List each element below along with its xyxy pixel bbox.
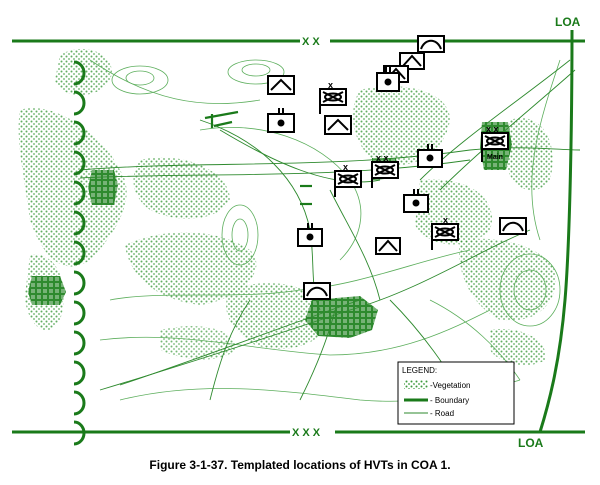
unit-symbol-engineer-1 xyxy=(267,75,295,95)
figure-caption: Figure 3-1-37. Templated locations of HV… xyxy=(149,458,451,472)
unit-symbol-air-defense-3 xyxy=(324,115,352,135)
legend-label-boundary: - Boundary xyxy=(430,396,469,405)
legend-label-vegetation: -Vegetation xyxy=(430,381,470,390)
unit-symbol-artillery-1 xyxy=(376,67,400,92)
obstacle-symbols xyxy=(204,110,312,206)
legend-swatch-vegetation xyxy=(404,380,428,389)
unit-symbol-artillery-4 xyxy=(403,189,429,213)
echelon-mark-5: x xyxy=(443,215,448,225)
unit-symbol-air-defense-4 xyxy=(375,237,401,255)
echelon-mark-1: x xyxy=(328,80,333,90)
loa-arcs xyxy=(73,60,86,446)
boundary-echelon-top: X X xyxy=(302,36,320,48)
main-label: Main xyxy=(487,154,503,161)
unit-symbol-hq-top xyxy=(417,35,445,53)
legend-label-road: - Road xyxy=(430,409,454,418)
loa-label-top: LOA xyxy=(555,15,581,29)
unit-symbol-armor-command-3 xyxy=(371,161,399,188)
unit-symbol-armor-command-4 xyxy=(431,223,459,250)
unit-symbol-hq-bottom xyxy=(303,282,331,300)
legend: LEGEND: -Vegetation - Boundary - Road xyxy=(397,361,515,425)
boundary-echelon-bottom: X X X xyxy=(292,427,321,439)
echelon-mark-3: x x xyxy=(376,153,389,163)
echelon-mark-2: x xyxy=(343,162,348,172)
legend-title: LEGEND: xyxy=(402,366,437,375)
echelon-mark-4: x x xyxy=(486,124,499,134)
unit-symbol-artillery-2 xyxy=(267,108,295,133)
unit-symbol-armor-command-2 xyxy=(334,170,362,197)
echelon-marks: x x x x x x x Main xyxy=(328,80,503,225)
boundaries xyxy=(12,29,585,434)
unit-symbol-artillery-5 xyxy=(297,223,323,247)
vegetation-areas xyxy=(18,49,556,366)
loa-label-bottom: LOA xyxy=(518,436,544,450)
unit-symbol-armor-command-main xyxy=(481,132,509,162)
unit-symbols xyxy=(267,35,527,300)
unit-symbol-hq-right xyxy=(499,217,527,235)
unit-symbol-armor-command-1 xyxy=(319,88,347,114)
unit-symbol-artillery-3 xyxy=(417,144,443,168)
